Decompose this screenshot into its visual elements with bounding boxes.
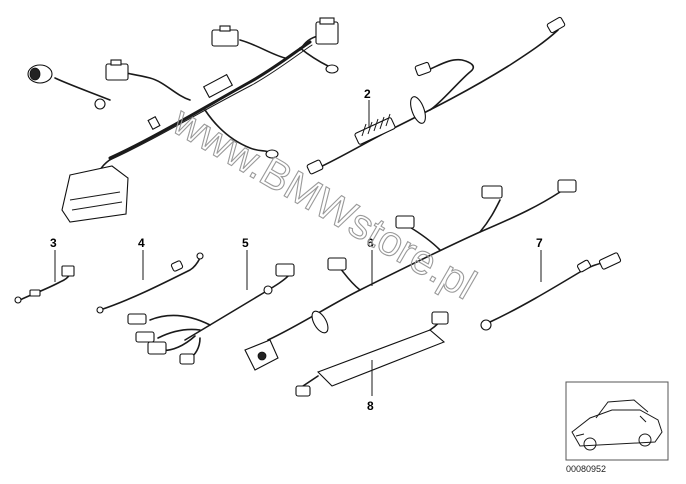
part-8-strip bbox=[295, 311, 449, 397]
leader-lines bbox=[54, 100, 542, 396]
callout-3: 3 bbox=[50, 236, 57, 250]
part-6-harness bbox=[244, 179, 577, 371]
callout-8: 8 bbox=[367, 399, 374, 413]
part-4-cable bbox=[96, 252, 204, 314]
callout-4: 4 bbox=[138, 236, 145, 250]
main-wiring-harness bbox=[27, 17, 339, 223]
watermark: www.BMWstore.pl bbox=[165, 97, 484, 309]
callout-7: 7 bbox=[536, 236, 543, 250]
callout-5: 5 bbox=[242, 236, 249, 250]
callout-2: 2 bbox=[364, 87, 371, 101]
part-7-sensor bbox=[480, 252, 622, 331]
part-2-cable bbox=[306, 16, 566, 175]
part-3-cable bbox=[14, 265, 75, 304]
part-5-harness bbox=[127, 263, 295, 365]
diagram-number: 00080952 bbox=[566, 464, 606, 474]
callout-6: 6 bbox=[367, 236, 374, 250]
vehicle-thumbnail bbox=[565, 381, 669, 461]
